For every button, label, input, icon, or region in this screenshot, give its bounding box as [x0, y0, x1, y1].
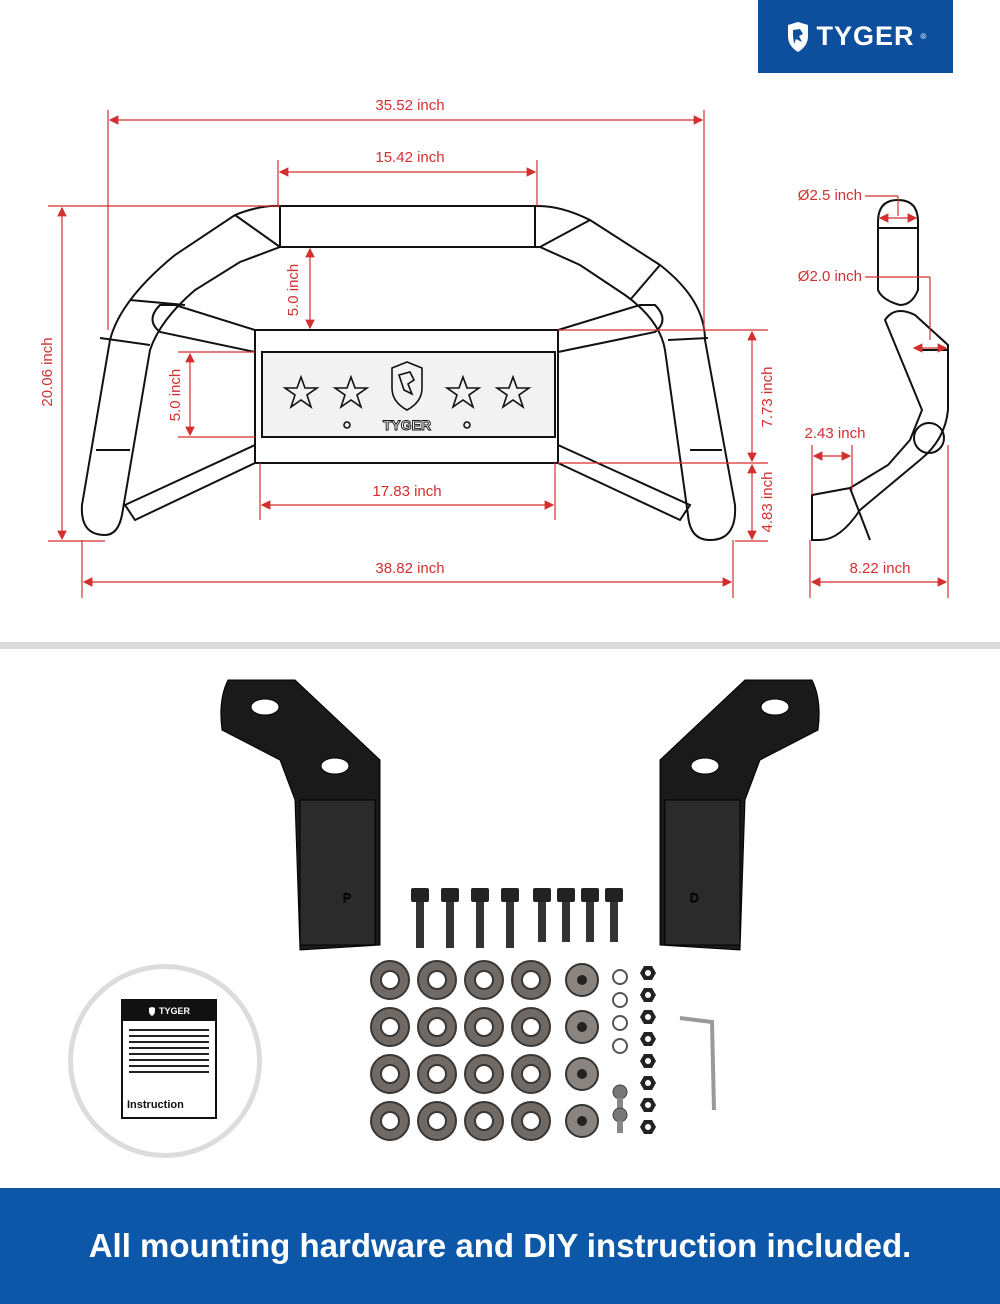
manual-header: TYGER: [123, 1001, 215, 1021]
hex-nut-icon: [640, 966, 656, 980]
center-plate: TYGER: [282, 361, 532, 433]
instruction-manual: TYGER Instruction: [121, 999, 217, 1119]
short-bolt-icon: [533, 888, 551, 942]
side-dimension-labels: Ø2.5 inch Ø2.0 inch 2.43 inch 8.22 inch: [798, 187, 911, 577]
manual-text-lines: [129, 1029, 209, 1073]
washer-set: [370, 960, 656, 1141]
star-icon: [282, 374, 320, 410]
hex-nut-icon: [640, 1054, 656, 1068]
side-dimension-lines: [809, 195, 949, 598]
short-bolt-icon: [557, 888, 575, 942]
large-washer-icon: [417, 960, 457, 1000]
tiger-shield-icon: [787, 21, 808, 52]
large-washer-icon: [370, 1054, 410, 1094]
section-divider: [0, 642, 1000, 649]
long-bolt-icon: [501, 888, 519, 948]
footer-banner: All mounting hardware and DIY instructio…: [0, 1188, 1000, 1304]
dim-upper-gap: 5.0 inch: [285, 264, 302, 317]
left-bracket: P: [220, 679, 381, 951]
dim-overall-bottom-width: 38.82 inch: [375, 560, 444, 577]
long-bolt-icon: [441, 888, 459, 948]
dimension-drawing: TYGER 35.52 inch 15.42 inch 20.06 inch 5…: [39, 97, 949, 598]
tiger-shield-icon: [148, 1006, 155, 1016]
dim-tube-diameter-large: Ø2.5 inch: [798, 187, 862, 204]
large-washer-icon: [370, 960, 410, 1000]
hex-key-icon: [679, 1016, 716, 1111]
large-washer-icon: [417, 1054, 457, 1094]
hardware-kit: P D: [220, 679, 820, 1141]
small-washer-icon: [612, 1015, 628, 1031]
plate-brand-text: TYGER: [383, 417, 431, 433]
large-washer-icon: [417, 1101, 457, 1141]
bull-bar-side-view: [811, 198, 949, 541]
small-washer-icon: [612, 992, 628, 1008]
thick-washer-icon: [565, 1010, 599, 1044]
right-bracket: D: [659, 679, 820, 951]
hex-nut-icon: [640, 1010, 656, 1024]
manual-label: Instruction: [127, 1099, 184, 1111]
star-icon: [494, 374, 532, 410]
thick-washer-icon: [565, 1057, 599, 1091]
star-icon: [444, 374, 482, 410]
hex-nut-icon: [640, 1120, 656, 1134]
dim-offset: 2.43 inch: [805, 425, 866, 442]
hex-nut-icon: [640, 1076, 656, 1090]
dim-side-gap: 5.0 inch: [167, 369, 184, 422]
short-bolt-icon: [605, 888, 623, 942]
dim-plate-height: 7.73 inch: [759, 367, 776, 428]
thick-washer-icon: [565, 963, 599, 997]
footer-caption: All mounting hardware and DIY instructio…: [88, 1227, 912, 1264]
hex-nut-icon: [640, 1098, 656, 1112]
thick-washer-icon: [565, 1104, 599, 1138]
hex-nut-icon: [640, 988, 656, 1002]
short-bolt-icon: [581, 888, 599, 942]
large-washer-icon: [370, 1101, 410, 1141]
dim-top-bar-width: 15.42 inch: [375, 149, 444, 166]
dim-overall-top-width: 35.52 inch: [375, 97, 444, 114]
dim-depth: 8.22 inch: [850, 560, 911, 577]
brand-registered-mark: ®: [920, 32, 927, 41]
small-washer-icon: [612, 969, 628, 985]
instruction-manual-badge: TYGER Instruction: [68, 964, 262, 1158]
brand-name: TYGER: [816, 21, 915, 51]
large-washer-icon: [511, 1054, 551, 1094]
large-washer-icon: [511, 960, 551, 1000]
bracket-mark-d: D: [690, 891, 699, 905]
large-washer-icon: [464, 1054, 504, 1094]
front-dimension-lines: [48, 110, 768, 598]
large-washer-icon: [511, 1101, 551, 1141]
hex-nut-icon: [640, 1032, 656, 1046]
dim-tube-diameter-small: Ø2.0 inch: [798, 268, 862, 285]
large-washer-icon: [464, 960, 504, 1000]
brand-logo: TYGER ®: [758, 0, 953, 73]
large-washer-icon: [511, 1007, 551, 1047]
dim-lower-height: 4.83 inch: [759, 472, 776, 533]
large-washer-icon: [464, 1101, 504, 1141]
large-washer-icon: [370, 1007, 410, 1047]
long-bolt-icon: [411, 888, 429, 948]
star-icon: [332, 374, 370, 410]
large-washer-icon: [464, 1007, 504, 1047]
large-washer-icon: [417, 1007, 457, 1047]
screw-icon: [612, 1107, 628, 1133]
bolt-set: [411, 888, 623, 948]
bracket-mark-p: P: [343, 891, 351, 905]
screw-icon: [612, 1084, 628, 1110]
dim-plate-width: 17.83 inch: [372, 483, 441, 500]
dim-total-height: 20.06 inch: [39, 337, 56, 406]
manual-brand: TYGER: [158, 1006, 190, 1016]
small-washer-icon: [612, 1038, 628, 1054]
long-bolt-icon: [471, 888, 489, 948]
tiger-shield-icon: [391, 361, 423, 411]
front-dimension-labels: 35.52 inch 15.42 inch 20.06 inch 5.0 inc…: [39, 97, 776, 577]
